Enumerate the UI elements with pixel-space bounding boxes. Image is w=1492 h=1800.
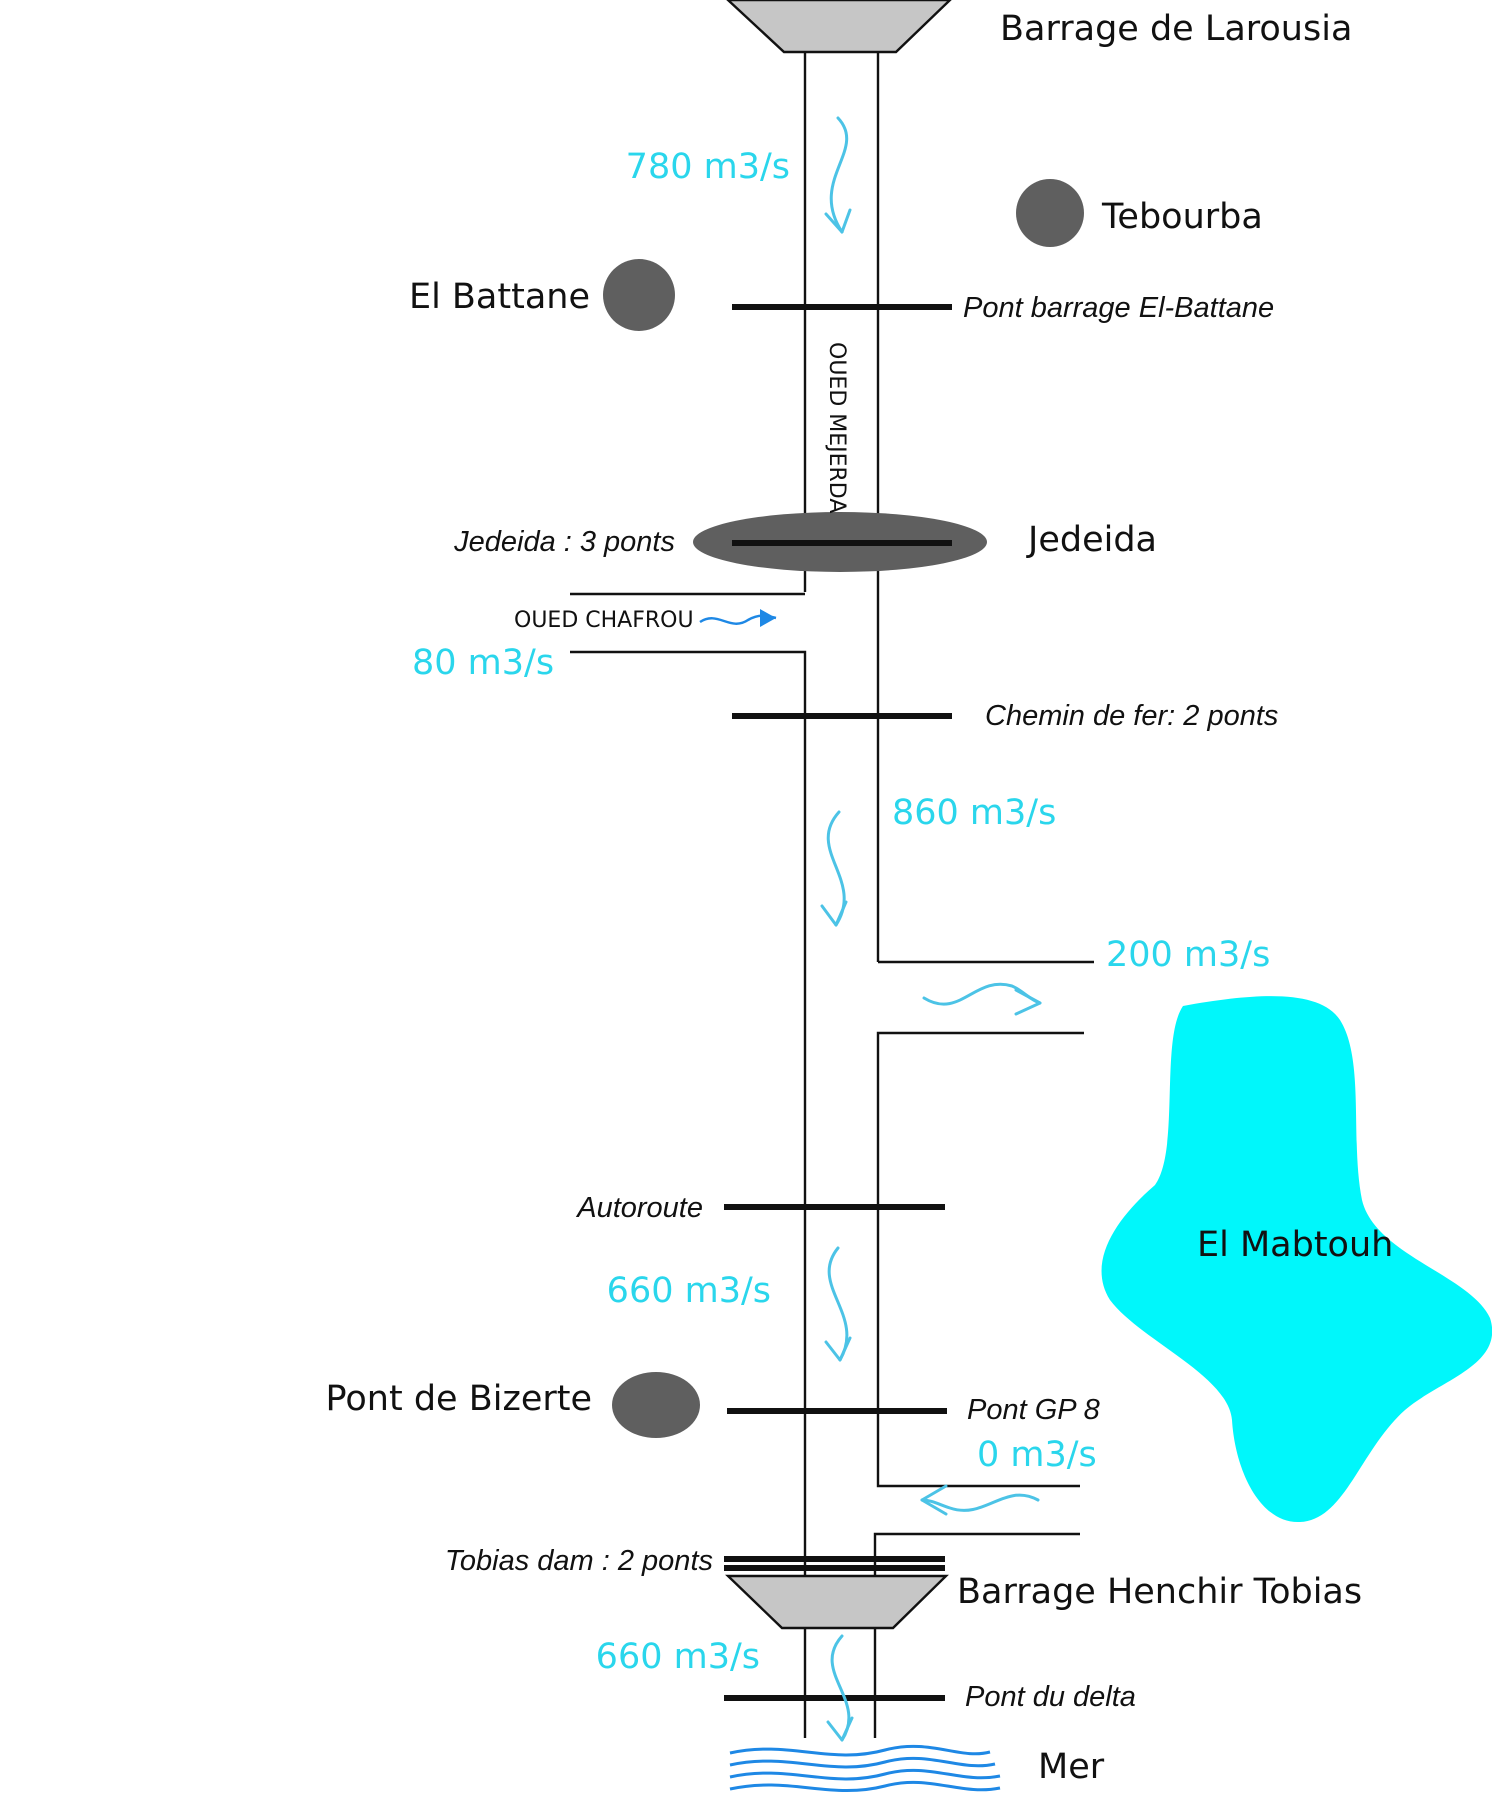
label-pont-barrage-el-battane: Pont barrage El-Battane — [963, 292, 1274, 324]
label-oued-chafrou: OUED CHAFROU — [514, 608, 694, 633]
sea-waves-icon — [729, 1744, 1001, 1793]
flow-after-confluence: 860 m3/s — [892, 793, 1056, 833]
flow-arrow-to-sea — [826, 1634, 854, 1742]
flow-arrow-chafrou — [699, 609, 777, 627]
flow-to-mabtouh: 200 m3/s — [1106, 935, 1270, 975]
el-battane-marker — [603, 259, 675, 331]
label-pont-du-delta: Pont du delta — [965, 1681, 1136, 1713]
pont-de-bizerte-marker — [612, 1372, 700, 1438]
flow-arrow-from-mabtouh — [920, 1484, 1040, 1516]
flow-to-sea: 660 m3/s — [596, 1637, 760, 1677]
flow-downstream: 660 m3/s — [607, 1271, 771, 1311]
label-barrage-larousia: Barrage de Larousia — [1000, 9, 1352, 49]
tebourba-marker — [1016, 179, 1084, 247]
flow-arrow-confluence — [820, 810, 848, 927]
label-jedeida: Jedeida — [1026, 520, 1157, 560]
label-autoroute: Autoroute — [575, 1192, 703, 1224]
label-jedeida-3-ponts: Jedeida : 3 ponts — [453, 526, 675, 558]
flow-chafrou: 80 m3/s — [412, 643, 554, 683]
tobias-dam-icon — [725, 1574, 949, 1630]
larousia-dam-icon — [726, 0, 952, 54]
el-mabtouh-lake — [1101, 996, 1492, 1523]
flow-return: 0 m3/s — [977, 1435, 1097, 1475]
label-pont-gp8: Pont GP 8 — [967, 1394, 1100, 1426]
label-el-battane: El Battane — [409, 277, 590, 317]
flow-upstream: 780 m3/s — [626, 147, 790, 187]
label-pont-de-bizerte: Pont de Bizerte — [326, 1379, 592, 1419]
label-chemin-de-fer: Chemin de fer: 2 ponts — [985, 700, 1278, 732]
label-barrage-henchir-tobias: Barrage Henchir Tobias — [957, 1572, 1362, 1612]
label-tebourba: Tebourba — [1101, 197, 1263, 237]
label-mer: Mer — [1038, 1747, 1105, 1787]
flow-arrow-to-mabtouh — [922, 982, 1042, 1016]
flow-arrow-upstream — [824, 116, 852, 234]
label-el-mabtouh: El Mabtouh — [1197, 1225, 1393, 1265]
flow-arrow-downstream — [824, 1246, 852, 1362]
label-tobias-dam: Tobias dam : 2 ponts — [445, 1545, 713, 1577]
label-oued-mejerda: OUED MEJERDA — [824, 342, 849, 513]
oued-mejerda-channel — [570, 50, 1094, 1738]
